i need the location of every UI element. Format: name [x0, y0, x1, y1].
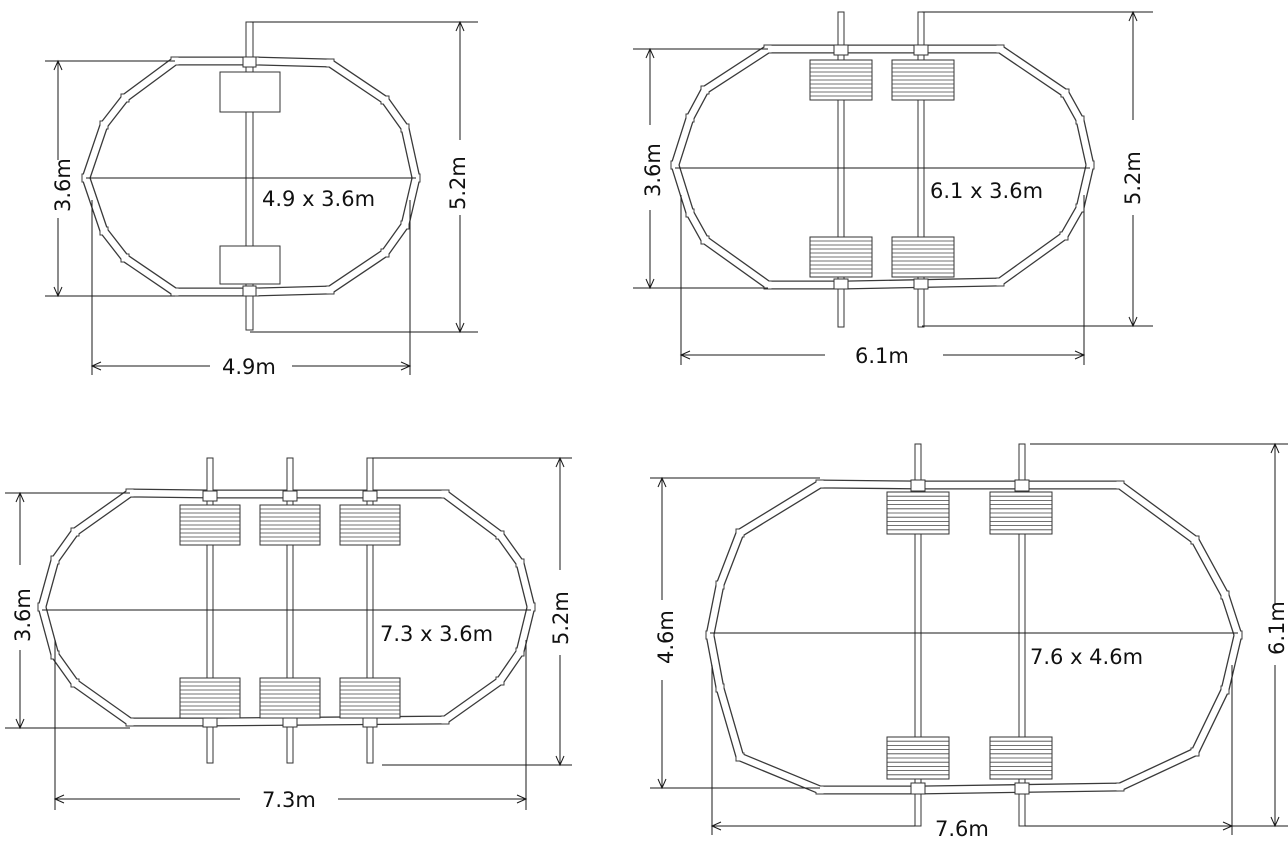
frame-joints	[670, 44, 1095, 290]
size-label-xlarge: 7.6 x 4.6m	[1030, 645, 1143, 669]
size-label-large: 7.3 x 3.6m	[380, 622, 493, 646]
walker-xlarge-1	[886, 443, 950, 827]
overall-label-medium: 5.2m	[1121, 151, 1145, 205]
depth-label-small: 3.6m	[51, 158, 75, 212]
overall-label-xlarge: 6.1m	[1265, 601, 1288, 655]
depth-label-xlarge: 4.6m	[654, 610, 678, 664]
width-label-small: 4.9m	[222, 355, 276, 379]
overall-label-large: 5.2m	[549, 591, 573, 645]
walker-medium-2	[891, 11, 955, 328]
size-label-small: 4.9 x 3.6m	[262, 187, 375, 211]
pool-frame-medium	[670, 44, 1095, 290]
pool-diagram-small: 4.9 x 3.6m 4.9m 3.6m 5.2m	[45, 20, 478, 379]
pool-diagram-medium: 6.1 x 3.6m 6.1m 3.6m 5.2m	[633, 10, 1153, 368]
width-label-medium: 6.1m	[855, 344, 909, 368]
plank-bottom	[219, 245, 281, 285]
pool-diagram-large: 7.3 x 3.6m 7.3m 3.6m 5.2m	[5, 456, 573, 812]
walker-small-1	[219, 21, 281, 331]
walker-xlarge-2	[989, 443, 1053, 827]
size-label-medium: 6.1 x 3.6m	[930, 179, 1043, 203]
overall-label-small: 5.2m	[446, 156, 470, 210]
pool-diagram-xlarge: 7.6 x 4.6m 7.6m 4.6m 6.1m	[650, 442, 1288, 841]
width-label-large: 7.3m	[262, 788, 316, 812]
frame-joints	[705, 479, 1243, 795]
width-label-xlarge: 7.6m	[935, 817, 989, 841]
pool-frame-xlarge	[705, 479, 1243, 795]
depth-label-medium: 3.6m	[641, 143, 665, 197]
plank-top	[219, 71, 281, 113]
depth-label-large: 3.6m	[11, 588, 35, 642]
walker-medium-1	[809, 11, 873, 328]
